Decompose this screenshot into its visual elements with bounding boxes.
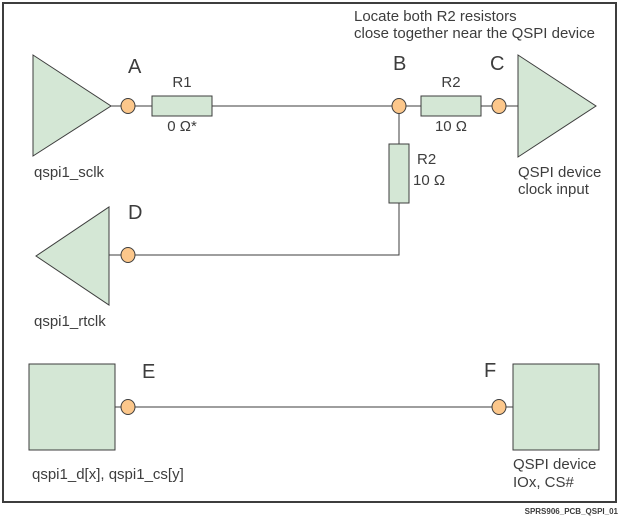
clock-input-label-line2: clock input — [518, 181, 589, 198]
resistor-r1-name: R1 — [172, 74, 192, 91]
node-e-pad — [120, 399, 136, 415]
resistor-r1-body — [151, 95, 213, 117]
node-a-label: A — [128, 56, 142, 78]
resistor-r1-value: 0 Ω* — [167, 118, 197, 135]
qspi1-rtclk-label: qspi1_rtclk — [34, 313, 106, 330]
node-c-label: C — [490, 53, 505, 75]
node-d-label: D — [128, 202, 143, 224]
qspi1-data-cs-label: qspi1_d[x], qspi1_cs[y] — [32, 466, 184, 483]
qspi1-data-cs-block — [28, 363, 116, 451]
resistor-r2-shunt-value: 10 Ω — [413, 172, 446, 189]
clock-input-label-line1: QSPI device — [518, 164, 602, 181]
node-c-pad — [491, 98, 507, 114]
placement-note-line2: close together near the QSPI device — [354, 25, 595, 42]
resistor-r2-shunt-name: R2 — [417, 151, 437, 168]
qspi1-rtclk-receiver-triangle — [35, 206, 110, 306]
resistor-r2-series-name: R2 — [441, 74, 461, 91]
node-d-pad — [120, 247, 136, 263]
node-f-pad — [491, 399, 507, 415]
node-b-label: B — [393, 53, 407, 75]
resistor-r2-series-body — [420, 95, 482, 117]
node-e-label: E — [142, 361, 156, 383]
io-pins-label-line1: QSPI device — [513, 456, 597, 473]
qspi1-sclk-label: qspi1_sclk — [34, 164, 105, 181]
node-a-pad — [120, 98, 136, 114]
figure-id-caption: SPRS906_PCB_QSPI_01 — [524, 507, 618, 516]
placement-note-line1: Locate both R2 resistors — [354, 8, 517, 25]
qspi1-sclk-driver-triangle — [32, 54, 112, 157]
node-f-label: F — [484, 360, 497, 382]
qspi-device-io-block — [512, 363, 600, 451]
io-pins-label-line2: IOx, CS# — [513, 474, 574, 491]
resistor-r2-shunt-body — [388, 143, 410, 204]
resistor-r2-series-value: 10 Ω — [434, 118, 468, 135]
node-b-pad — [391, 98, 407, 114]
wire-r2-shunt-to-node-d — [135, 203, 400, 256]
qspi-device-clock-input-triangle — [517, 54, 597, 158]
diagram-border — [2, 2, 617, 503]
